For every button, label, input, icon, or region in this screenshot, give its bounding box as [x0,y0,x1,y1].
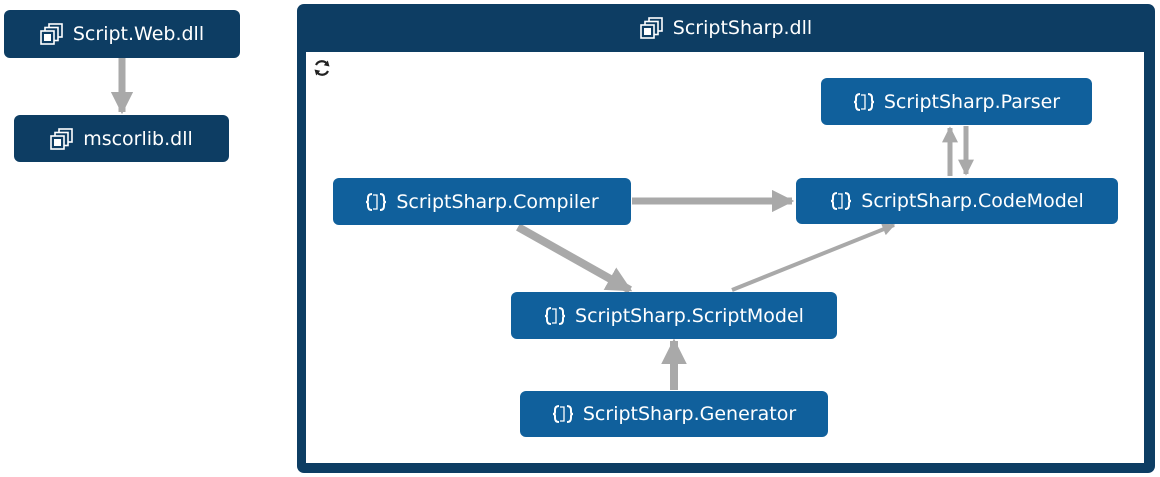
refresh-cycle-icon[interactable] [312,58,332,82]
group-title: ScriptSharp.dll [672,17,813,39]
node-script-web-dll[interactable]: Script.Web.dll [4,10,240,58]
node-label: Script.Web.dll [72,23,205,45]
group-header[interactable]: ScriptSharp.dll [297,4,1155,52]
node-label: ScriptSharp.Compiler [396,190,599,213]
assembly-icon [639,17,664,39]
node-label: ScriptSharp.Parser [883,90,1061,113]
node-label: mscorlib.dll [83,127,193,150]
namespace-braces-icon [853,92,875,112]
node-label: ScriptSharp.ScriptModel [575,304,804,327]
node-scriptsharp-generator[interactable]: ScriptSharp.Generator [520,391,828,437]
node-label: ScriptSharp.Generator [582,403,797,425]
node-label: ScriptSharp.CodeModel [861,190,1084,212]
assembly-icon [40,23,64,45]
namespace-braces-icon [552,404,574,424]
assembly-icon [50,127,74,150]
node-scriptsharp-compiler[interactable]: ScriptSharp.Compiler [333,178,631,225]
node-scriptsharp-scriptmodel[interactable]: ScriptSharp.ScriptModel [511,292,837,339]
namespace-braces-icon [830,191,852,211]
node-mscorlib-dll[interactable]: mscorlib.dll [14,115,229,162]
node-scriptsharp-parser[interactable]: ScriptSharp.Parser [821,78,1092,125]
node-scriptsharp-codemodel[interactable]: ScriptSharp.CodeModel [796,178,1118,224]
namespace-braces-icon [365,192,387,212]
namespace-braces-icon [544,306,566,326]
